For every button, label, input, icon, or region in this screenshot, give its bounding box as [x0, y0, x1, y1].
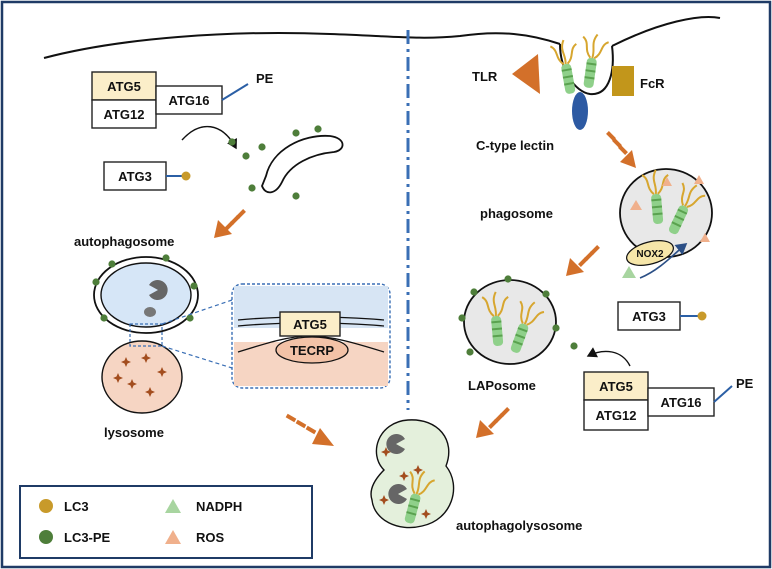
- laposome: [463, 279, 557, 365]
- lc3pe-dot: [186, 314, 194, 322]
- bacterium: [575, 31, 611, 91]
- lc3pe-dot: [542, 290, 550, 298]
- fcr-rect: [612, 66, 634, 96]
- legend-ros-label: ROS: [196, 530, 225, 545]
- ros-triangle: [694, 175, 704, 184]
- atg16-label-right: ATG16: [661, 395, 702, 410]
- pe-label-left: PE: [256, 71, 274, 86]
- ros-triangle: [662, 177, 672, 186]
- legend-lc3pe-label: LC3-PE: [64, 530, 111, 545]
- atg5-box-inset: [279, 311, 341, 337]
- lc3pe-dot: [92, 278, 100, 286]
- atg3-label-left: ATG3: [118, 169, 152, 184]
- bacterium: [548, 36, 586, 97]
- nox2-oval: [626, 240, 674, 266]
- autophagosome-inner: [100, 262, 192, 328]
- lc3pe-dot: [228, 138, 236, 146]
- lc3pe-dot: [248, 184, 256, 192]
- tlr-triangle: [512, 54, 540, 94]
- lc3pe-dot: [466, 348, 474, 356]
- dashed-arrow-2: [285, 413, 334, 446]
- phagophore: [261, 135, 344, 194]
- dashed-arrow-5: [476, 407, 510, 438]
- atg5-box-right: [583, 371, 649, 401]
- zoom-line: [161, 299, 233, 325]
- tecrp-label: TECRP: [290, 343, 334, 358]
- tlr-label: TLR: [472, 69, 498, 84]
- atg3-box-right: [617, 301, 681, 331]
- legend-lc3-label: LC3: [64, 499, 89, 514]
- atg12-label-right: ATG12: [596, 408, 637, 423]
- nadph-triangle: [622, 266, 636, 278]
- lc3-dot-left: [181, 171, 191, 181]
- legend-ros-swatch: [165, 530, 181, 544]
- lc3pe-dot: [470, 288, 478, 296]
- pe-link-left: [221, 83, 249, 101]
- lc3pe-dot: [162, 254, 170, 262]
- lysosome-label: lysosome: [104, 425, 164, 440]
- atg5-label-left: ATG5: [107, 79, 141, 94]
- atg16-box-right: [647, 387, 715, 417]
- tecrp-oval: [275, 336, 349, 364]
- lc3pe-dot: [504, 275, 512, 283]
- lc3pe-dot: [292, 192, 300, 200]
- atg12-label-left: ATG12: [104, 107, 145, 122]
- ros-triangle: [630, 200, 642, 210]
- atg3-label-right: ATG3: [632, 309, 666, 324]
- lc3pe-dot: [570, 342, 578, 350]
- phagosome-label: phagosome: [480, 206, 553, 221]
- autophagolysosome-label: autophagolysosome: [456, 518, 582, 533]
- legend-box: [19, 485, 313, 559]
- laposome-label: LAPosome: [468, 378, 536, 393]
- lc3pe-dot: [100, 314, 108, 322]
- lc3pe-dot: [242, 152, 250, 160]
- pe-link-right: [713, 385, 733, 403]
- ctype-lectin-oval: [572, 92, 588, 130]
- pe-label-right: PE: [736, 376, 754, 391]
- lc3pe-dot: [108, 260, 116, 268]
- atg16-box-left: [155, 85, 223, 115]
- legend-lc3-swatch: [39, 499, 53, 513]
- conjugation-arrow-left: [181, 125, 237, 150]
- dashed-arrow-3: [606, 131, 636, 168]
- lc3pe-dot: [190, 282, 198, 290]
- lc3pe-dot: [552, 324, 560, 332]
- ctype-lectin-label: C-type lectin: [476, 138, 554, 153]
- atg12-box-right: [583, 399, 649, 431]
- fcr-label: FcR: [640, 76, 665, 91]
- lysosome: [101, 340, 183, 414]
- atg5-label-inset: ATG5: [293, 317, 327, 332]
- lc3-dot-right: [697, 311, 707, 321]
- dashed-arrow-4: [566, 245, 600, 276]
- atg5-label-right: ATG5: [599, 379, 633, 394]
- nox2-label: NOX2: [636, 249, 664, 260]
- zoom-line: [161, 345, 233, 369]
- lc3pe-dot: [258, 143, 266, 151]
- cargo-blob: [144, 307, 156, 317]
- zoom-region: [129, 323, 163, 347]
- lc3pe-dot: [292, 129, 300, 137]
- lc3pe-dot: [458, 314, 466, 322]
- legend-lc3pe-swatch: [39, 530, 53, 544]
- atg5-box-left: [91, 71, 157, 101]
- lc3pe-dot: [314, 125, 322, 133]
- atg16-label-left: ATG16: [169, 93, 210, 108]
- ros-triangle: [700, 233, 710, 242]
- conjugation-arrow-right: [586, 347, 631, 367]
- legend-nadph-label: NADPH: [196, 499, 242, 514]
- nox2-arrow: [639, 243, 688, 279]
- atg3-box-left: [103, 161, 167, 191]
- plasma-membrane: [43, 32, 561, 59]
- dashed-arrow-1: [214, 209, 246, 238]
- legend-nadph-swatch: [165, 499, 181, 513]
- plasma-membrane-right: [611, 16, 721, 47]
- autophagosome-label: autophagosome: [74, 234, 174, 249]
